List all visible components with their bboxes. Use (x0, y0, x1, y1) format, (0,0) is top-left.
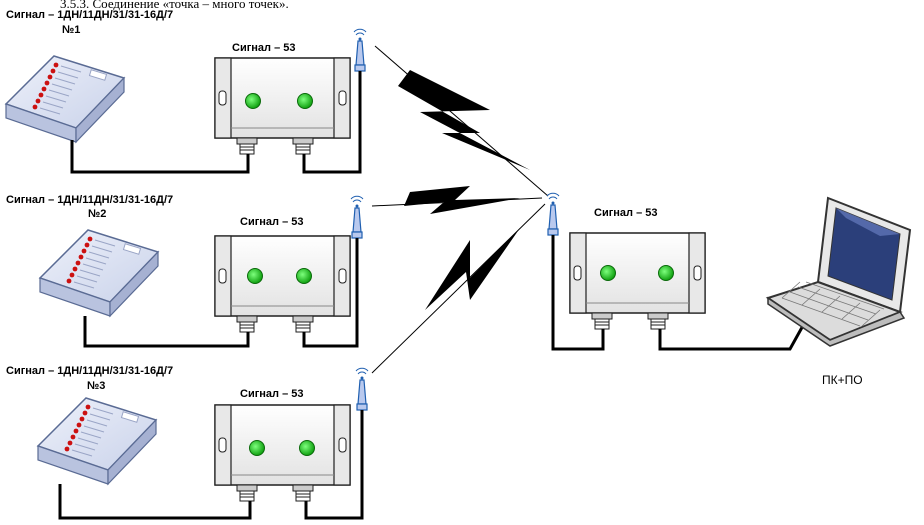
cable (658, 321, 807, 351)
panel-number: №3 (87, 380, 105, 392)
modem-led (297, 93, 313, 109)
modem-box (214, 57, 351, 155)
modem-led (249, 440, 265, 456)
radio-signal-icon (404, 186, 520, 214)
modem-led (247, 268, 263, 284)
antenna-icon (546, 192, 560, 236)
hub-modem-box (569, 232, 706, 330)
panel-title: Сигнал – 1ДН/11ДН/31/31-16Д/7 (6, 9, 173, 21)
radio-link-line (374, 45, 549, 197)
modem-led (600, 265, 616, 281)
cable (304, 410, 364, 520)
alarm-panel-icon (37, 397, 157, 485)
cable (302, 238, 359, 348)
cable (83, 316, 250, 348)
modem-box (214, 404, 351, 502)
antenna-icon (355, 367, 369, 411)
panel-number: №2 (88, 208, 106, 220)
pc-label: ПК+ПО (822, 373, 863, 387)
cable (551, 235, 605, 351)
radio-signal-icon (398, 70, 530, 170)
alarm-panel-icon (5, 55, 125, 143)
panel-title: Сигнал – 1ДН/11ДН/31/31-16Д/7 (6, 365, 173, 377)
panel-2-title: Сигнал – 1ДН/11ДН/31/31-16Д/7 №2 (6, 194, 173, 220)
modem-box (214, 235, 351, 333)
cable (70, 140, 250, 174)
modem-led (245, 93, 261, 109)
radio-signal-icon (425, 228, 520, 310)
panel-title: Сигнал – 1ДН/11ДН/31/31-16Д/7 (6, 194, 173, 206)
antenna-icon (350, 195, 364, 239)
modem-label: Сигнал – 53 (240, 388, 304, 400)
cable (302, 71, 362, 174)
antenna-icon (353, 28, 367, 72)
modem-label: Сигнал – 53 (232, 42, 296, 54)
hub-modem-label: Сигнал – 53 (594, 207, 658, 219)
section-heading: 3.5.3. Соединение «точка – много точек». (60, 0, 289, 11)
alarm-panel-icon (39, 229, 159, 317)
panel-number: №1 (62, 24, 80, 36)
modem-led (658, 265, 674, 281)
modem-led (299, 440, 315, 456)
cable (58, 484, 252, 520)
panel-3-title: Сигнал – 1ДН/11ДН/31/31-16Д/7 №3 (6, 365, 173, 392)
modem-label: Сигнал – 53 (240, 216, 304, 228)
panel-1-title: Сигнал – 1ДН/11ДН/31/31-16Д/7 №1 (6, 9, 173, 36)
laptop-icon (765, 196, 912, 347)
modem-led (296, 268, 312, 284)
